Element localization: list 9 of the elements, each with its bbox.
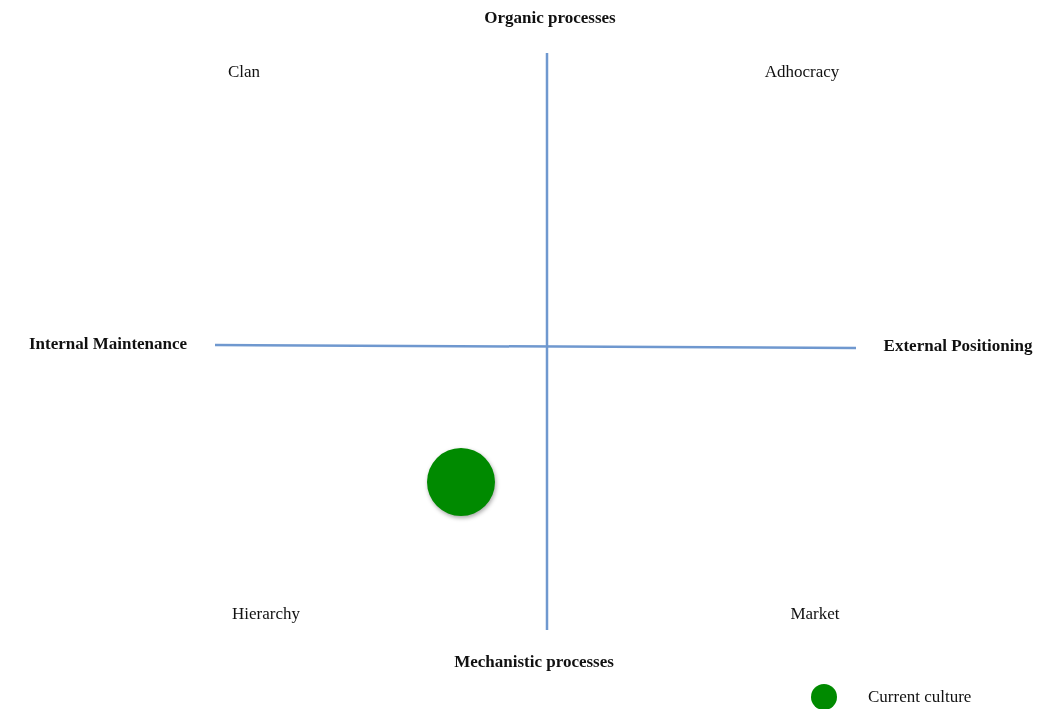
axis-label: Internal Maintenance xyxy=(28,334,188,354)
quadrant-label: Adhocracy xyxy=(764,62,840,82)
quadrant-label: Clan xyxy=(227,62,261,82)
axis-label: Mechanistic processes xyxy=(454,652,614,672)
quadrant-label: Hierarchy xyxy=(232,604,300,624)
axis-label: External Positioning xyxy=(883,336,1033,356)
legend-label: Current culture xyxy=(868,687,972,707)
axis-label: Organic processes xyxy=(484,8,616,28)
quadrant-label: Market xyxy=(790,604,840,624)
